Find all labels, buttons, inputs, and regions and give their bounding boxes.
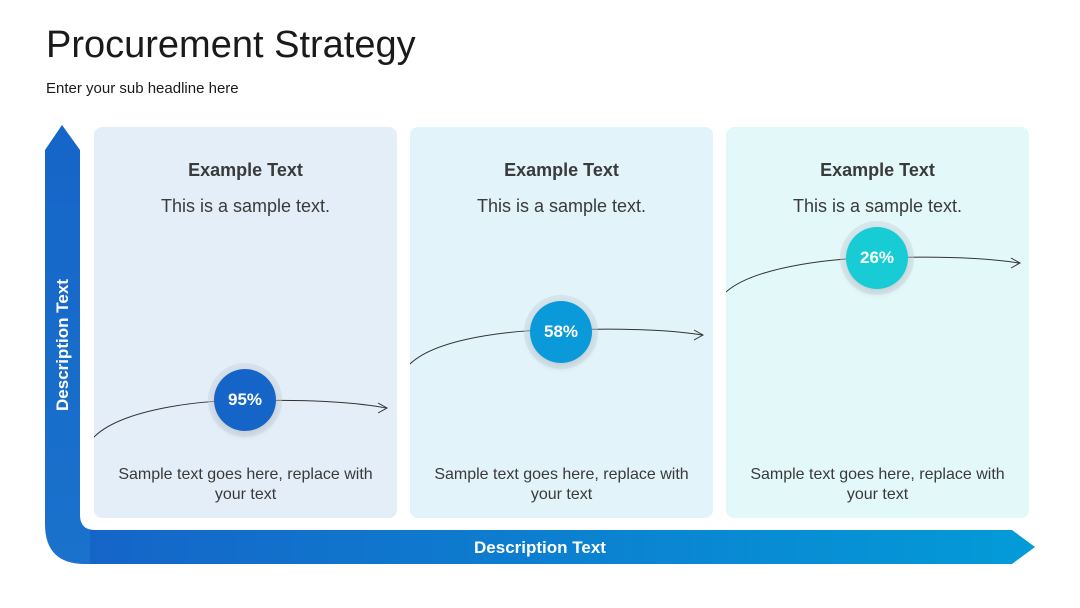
x-axis-label: Description Text — [474, 538, 606, 557]
percentage-badge: 95% — [214, 369, 276, 431]
y-axis-label: Description Text — [53, 279, 72, 411]
percentage-badge: 26% — [846, 227, 908, 289]
panel-title: Example Text — [504, 160, 619, 180]
page-subtitle: Enter your sub headline here — [46, 80, 239, 97]
panel-footer: Sample text goes here, replace with your… — [118, 466, 373, 503]
panel-title: Example Text — [188, 160, 303, 180]
percentage-badge: 58% — [530, 301, 592, 363]
panel-footer: Sample text goes here, replace with your… — [434, 466, 689, 503]
panel-3: Example Text This is a sample text. 26% … — [726, 127, 1029, 518]
x-axis-arrow — [90, 530, 1035, 564]
panel-title: Example Text — [820, 160, 935, 180]
panel-text: This is a sample text. — [792, 196, 963, 216]
panel-1: Example Text This is a sample text. 95% … — [94, 127, 397, 518]
panel-text: This is a sample text. — [160, 196, 331, 216]
curve-arrow-1 — [94, 399, 389, 438]
curve-arrow-3 — [726, 256, 1022, 293]
panel-text: This is a sample text. — [476, 196, 647, 216]
page-title: Procurement Strategy — [46, 24, 416, 66]
panel-footer: Sample text goes here, replace with your… — [750, 466, 1005, 503]
y-axis-arrow — [45, 125, 95, 564]
panel-2: Example Text This is a sample text. 58% … — [410, 127, 713, 518]
